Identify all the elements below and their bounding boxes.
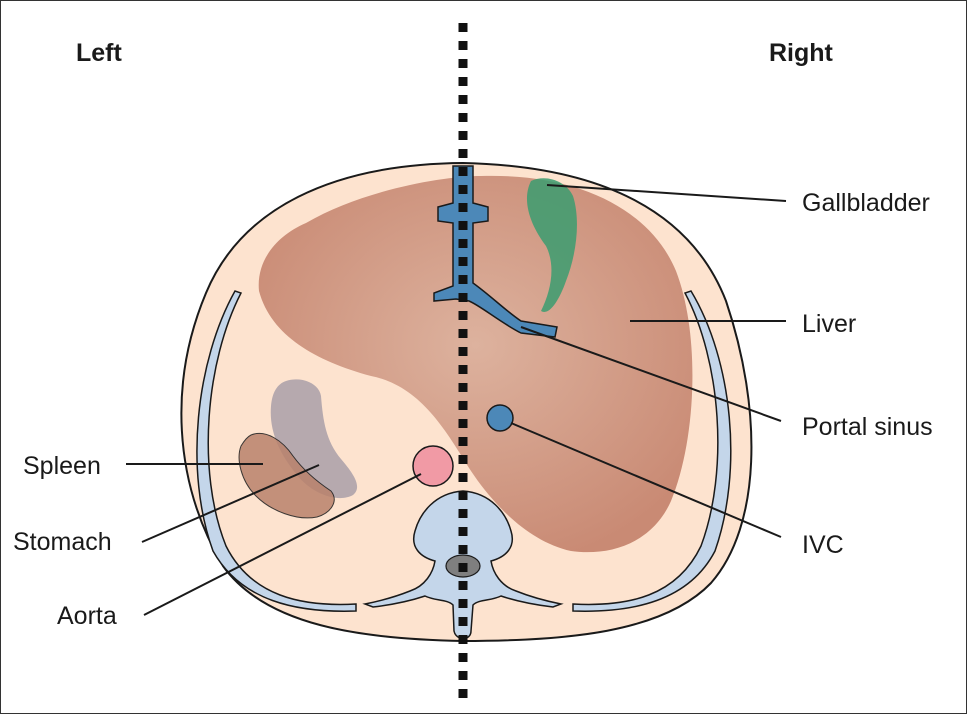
aorta-label: Aorta	[57, 602, 117, 630]
liver	[258, 175, 693, 553]
stomach-label: Stomach	[13, 528, 112, 556]
gallbladder	[526, 178, 577, 312]
gallbladder-label: Gallbladder	[802, 189, 930, 217]
portal-sinus-label: Portal sinus	[802, 413, 933, 441]
right-side-label: Right	[769, 39, 834, 67]
aorta	[412, 445, 454, 487]
gallbladder-leader	[546, 184, 787, 202]
portal-sinus-leader	[520, 326, 782, 422]
ivc-label: IVC	[802, 531, 844, 559]
left-rib	[196, 290, 357, 612]
aorta-leader	[143, 473, 422, 616]
liver-label: Liver	[802, 310, 856, 338]
left-side-label: Left	[76, 39, 123, 67]
ivc	[486, 404, 514, 432]
spleen	[238, 433, 335, 519]
right-rib	[572, 290, 732, 612]
ivc-leader	[510, 422, 782, 538]
stomach-leader	[141, 464, 320, 543]
spleen-label: Spleen	[23, 452, 101, 480]
